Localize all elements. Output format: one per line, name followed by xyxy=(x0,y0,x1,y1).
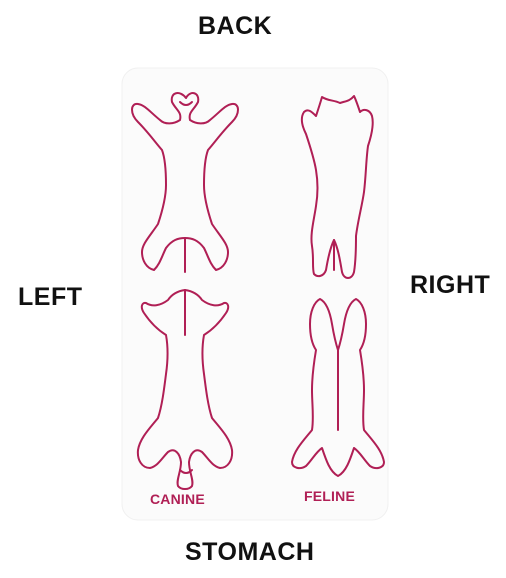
right-label: RIGHT xyxy=(410,271,490,300)
diagram-panel xyxy=(122,68,388,520)
canine-label: CANINE xyxy=(150,491,205,507)
left-label: LEFT xyxy=(18,283,83,312)
stomach-label: STOMACH xyxy=(185,538,314,567)
back-label: BACK xyxy=(198,12,272,41)
feline-label: FELINE xyxy=(304,488,355,504)
